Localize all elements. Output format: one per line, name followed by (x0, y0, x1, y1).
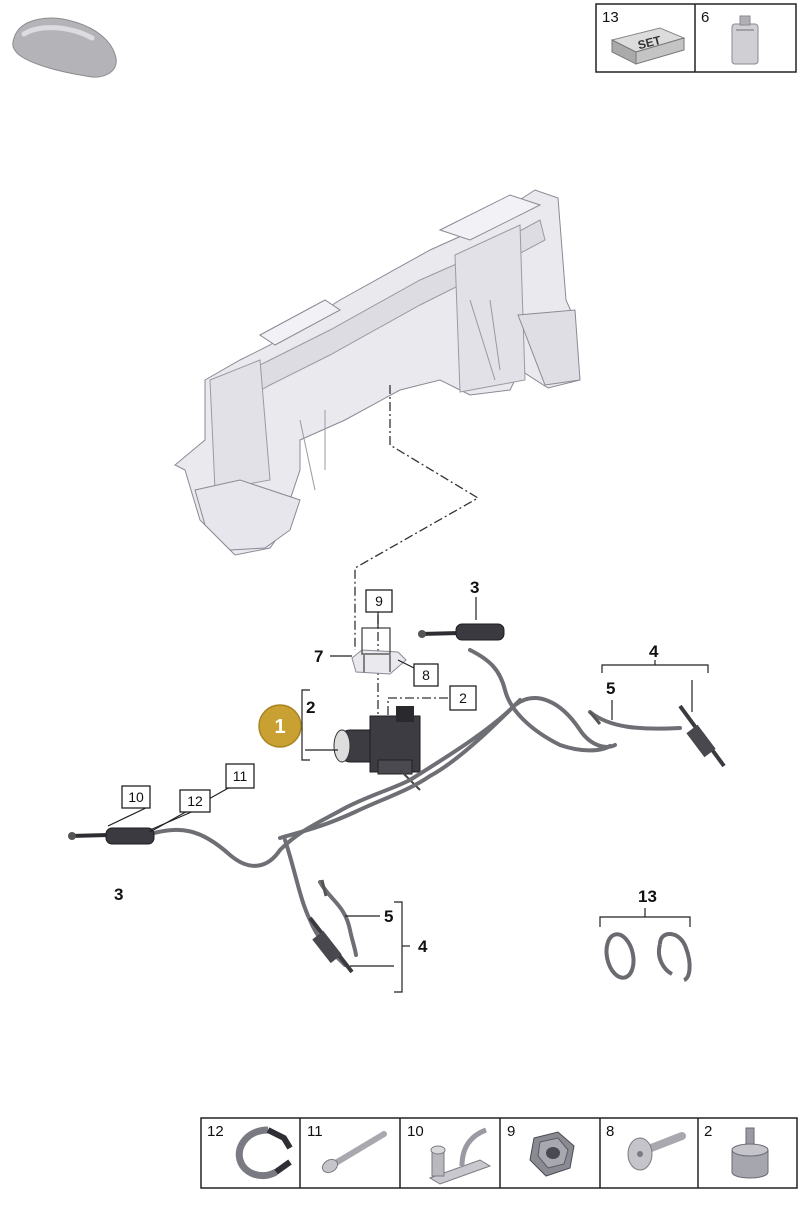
hydraulic-lines (148, 648, 682, 967)
legend-cell-set[interactable]: 13 SET (602, 9, 686, 65)
pan-head-screw-icon (627, 1132, 686, 1171)
callout-3-lower[interactable]: 3 (114, 885, 123, 904)
line-set-lower (308, 879, 354, 974)
legend-cell-nut[interactable]: 9 (507, 1123, 575, 1177)
highlight-badge (258, 704, 302, 748)
hydraulic-cylinder-lower[interactable] (68, 827, 155, 845)
callout-box-2-label: 2 (459, 690, 467, 706)
legend-number: 8 (606, 1123, 614, 1140)
callout-box-8-label: 8 (422, 667, 430, 683)
callout-highlight[interactable]: 1 (258, 704, 302, 748)
callout-leaders (107, 597, 709, 993)
line-set-right (588, 704, 726, 768)
callout-box-11[interactable]: 11 (225, 763, 255, 789)
mounting-bracket (351, 627, 407, 675)
legend-cell-bolt[interactable]: 11 (307, 1123, 387, 1175)
legend-number: 11 (307, 1123, 323, 1140)
callout-box-12-label: 12 (187, 793, 203, 809)
legend-cell-clamp[interactable]: 12 (207, 1123, 293, 1179)
callout-box-2[interactable]: 2 (449, 685, 477, 711)
callout-4-lower[interactable]: 4 (418, 937, 428, 956)
legend-number: 2 (704, 1123, 712, 1140)
callout-box-12[interactable]: 12 (179, 789, 211, 813)
routing-line (354, 385, 480, 715)
car-thumbnail-icon[interactable] (12, 17, 117, 78)
retaining-rings[interactable] (603, 932, 692, 982)
highlight-number: 1 (274, 716, 285, 738)
clip-icon (428, 1127, 492, 1185)
callout-13[interactable]: 13 (638, 887, 657, 906)
legend-cell-oil[interactable]: 6 (701, 9, 759, 65)
callout-box-10-label: 10 (128, 789, 144, 805)
callout-box-8[interactable]: 8 (413, 663, 439, 687)
legend-cell-mount[interactable]: 2 (704, 1123, 769, 1179)
legend-number: 10 (407, 1123, 424, 1140)
legend-number: 12 (207, 1123, 224, 1140)
bolt-icon (321, 1131, 387, 1174)
legend-cell-screw[interactable]: 8 (606, 1123, 686, 1171)
callout-7[interactable]: 7 (314, 647, 323, 666)
set-box-label: SET (636, 33, 663, 52)
hydraulic-cylinder-upper[interactable] (418, 623, 505, 641)
callout-box-9-label: 9 (375, 593, 383, 609)
legend-number: 6 (701, 9, 709, 26)
legend-cell-clip[interactable]: 10 (407, 1123, 492, 1185)
callout-box-10[interactable]: 10 (121, 785, 151, 809)
bottom-legend: 12 11 10 9 (200, 1117, 798, 1189)
hydraulic-pump-unit[interactable] (333, 706, 421, 791)
callout-box-11-label: 11 (233, 768, 248, 784)
crossmember-frame (174, 189, 581, 556)
oil-canister-icon (731, 15, 759, 65)
hex-nut-icon (529, 1131, 575, 1177)
legend-number: 13 (602, 9, 619, 26)
rubber-mount-icon (731, 1127, 769, 1179)
set-box-icon: SET (610, 27, 686, 65)
legend-number: 9 (507, 1123, 515, 1140)
callout-2[interactable]: 2 (306, 698, 315, 717)
callout-box-9[interactable]: 9 (365, 589, 393, 613)
callout-5-right[interactable]: 5 (606, 679, 615, 698)
top-legend: 13 SET 6 (595, 3, 797, 73)
callout-4-right[interactable]: 4 (649, 642, 659, 661)
clamp-icon (235, 1126, 293, 1179)
callout-5-lower[interactable]: 5 (384, 907, 393, 926)
callout-3-upper[interactable]: 3 (470, 578, 479, 597)
